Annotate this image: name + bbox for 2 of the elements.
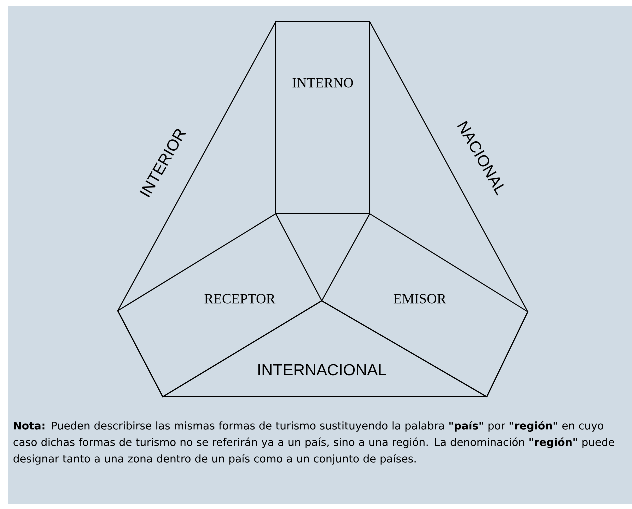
- region: INTERNO: [276, 22, 370, 214]
- note-text: Nota: Pueden describirse las mismas formas de turismo sustituyendo la palabra "país" por "región" en cuyo caso dichas formas de turismo no se referirán ya a un país, sino a una región. La denominación "región" puede designar tanto a una zona dentro de un país como a un conjunto de países.: [14, 421, 614, 465]
